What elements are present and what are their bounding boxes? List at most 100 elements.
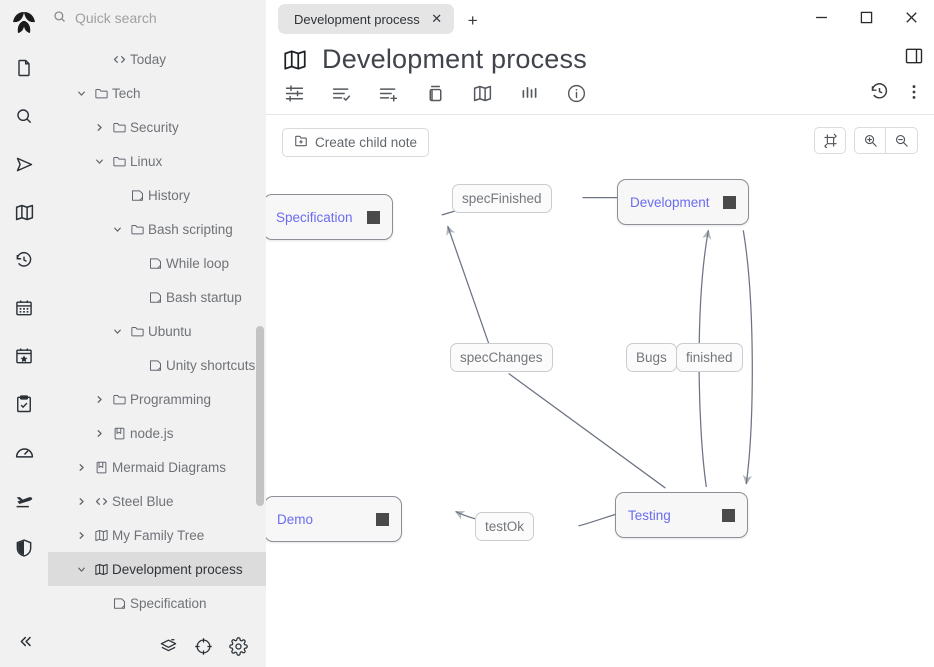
right-panel-icon[interactable] [904,46,924,69]
note-icon [144,256,166,271]
tree-bottom-actions [48,625,266,667]
revisions-clock-icon[interactable] [869,81,890,102]
diagram-node-testing[interactable]: Testing [615,492,748,538]
tree-item-ubuntu[interactable]: Ubuntu [48,314,266,348]
calendar-icon[interactable] [4,288,44,328]
note-properties-icon[interactable] [284,83,305,104]
tree-item-today[interactable]: Today [48,42,266,76]
tree-item-unity-shortcuts[interactable]: Unity shortcuts [48,348,266,382]
new-tab-button[interactable]: + [467,11,478,30]
minimize-button[interactable] [799,0,844,34]
tree-item-specification[interactable]: Specification [48,586,266,620]
shield-icon[interactable] [4,528,44,568]
gear-icon[interactable] [229,636,248,656]
tree-item-bash-startup[interactable]: Bash startup [48,280,266,314]
quick-search-bar[interactable]: Quick search [48,0,266,36]
diagram-node-resize-handle[interactable] [376,512,389,526]
diagram-edge-label-finished[interactable]: finished [676,343,743,372]
tree-item-security[interactable]: Security [48,110,266,144]
chevron-right-icon[interactable] [90,428,108,439]
note-paths-icon[interactable] [425,83,446,104]
chevron-right-icon[interactable] [72,462,90,473]
double-chevron-left-icon[interactable] [4,621,44,661]
tree-item-tech[interactable]: Tech [48,76,266,110]
note-page-icon[interactable] [4,48,44,88]
diagram-node-resize-handle[interactable] [367,210,380,224]
tree-item-programming[interactable]: Programming [48,382,266,416]
book-map-icon [90,562,112,577]
folder-icon [126,222,148,237]
owned-attributes-icon[interactable] [331,83,352,104]
tree-scrollbar-thumb[interactable] [256,326,264,506]
tree-item-label: Steel Blue [112,493,174,509]
calendar-star-icon[interactable] [4,336,44,376]
maximize-button[interactable] [844,0,889,34]
tree-item-label: Security [130,119,179,135]
tree-scrollbar[interactable] [256,326,264,506]
chevron-right-icon[interactable] [72,496,90,507]
diagram-node-resize-handle[interactable] [722,508,735,522]
gauge-icon[interactable] [4,432,44,472]
tree-item-label: Programming [130,391,212,407]
left-icon-rail [0,0,48,667]
diagram-edge-label-bugs[interactable]: Bugs [626,343,677,372]
close-icon[interactable]: ✕ [431,11,443,26]
clipboard-check-icon[interactable] [4,384,44,424]
diagram-node-specification[interactable]: Specification [266,194,393,240]
tree-item-linux[interactable]: Linux [48,144,266,178]
tab-development-process[interactable]: Development process ✕ [278,4,454,34]
plane-icon[interactable] [4,480,44,520]
recent-clock-icon[interactable] [4,240,44,280]
search-icon[interactable] [4,96,44,136]
note-icon [108,596,130,611]
tree-item-node-js[interactable]: node.js [48,416,266,450]
diagram-node-development[interactable]: Development [617,179,749,225]
tree-item-my-family-tree[interactable]: My Family Tree [48,518,266,552]
code-icon [108,52,130,67]
diagram-edge-label-specfinished[interactable]: specFinished [452,184,552,213]
diagram-edge-label-testok[interactable]: testOk [475,512,535,541]
close-button[interactable] [889,0,934,34]
diagram-edge-label-specchanges[interactable]: specChanges [450,343,553,372]
kebab-menu-icon[interactable] [904,82,924,102]
chevron-down-icon[interactable] [72,88,90,99]
edge-label-text: specFinished [462,191,542,206]
layers-icon[interactable] [159,637,178,656]
diagram-node-demo[interactable]: Demo [266,496,402,542]
tree-item-development-process[interactable]: Development process [48,552,266,586]
send-plane-icon[interactable] [4,144,44,184]
crosshair-icon[interactable] [194,637,213,656]
chevron-down-icon[interactable] [90,156,108,167]
code-icon [90,494,112,509]
tree-item-while-loop[interactable]: While loop [48,246,266,280]
chevron-right-icon[interactable] [72,530,90,541]
tree-item-bash-scripting[interactable]: Bash scripting [48,212,266,246]
chevron-down-icon[interactable] [72,564,90,575]
note-toolbar [266,75,934,115]
book-map-icon[interactable] [4,192,44,232]
chevron-down-icon[interactable] [108,224,126,235]
zoom-controls [814,127,918,154]
note-header: Development process [266,34,934,75]
quick-search-placeholder: Quick search [75,10,157,26]
tree-item-mermaid-diagrams[interactable]: Mermaid Diagrams [48,450,266,484]
note-info-icon[interactable] [566,83,587,104]
tree-item-steel-blue[interactable]: Steel Blue [48,484,266,518]
tree-item-history[interactable]: History [48,178,266,212]
chevron-right-icon[interactable] [90,394,108,405]
zoom-in-button[interactable] [854,127,886,154]
canvas-toolbar: Create child note [266,115,934,169]
note-map-icon[interactable] [472,83,493,104]
zoom-out-button[interactable] [886,127,918,154]
reset-zoom-button[interactable] [814,127,846,154]
similar-notes-icon[interactable] [519,83,540,104]
diagram-node-label: Development [630,194,710,210]
chevron-right-icon[interactable] [90,122,108,133]
create-child-note-button[interactable]: Create child note [282,127,430,157]
note-tree[interactable]: Day templateTodayTechSecurityLinuxHistor… [48,36,266,625]
trilium-leaf-logo-icon[interactable] [7,8,41,38]
add-attribute-icon[interactable] [378,83,399,104]
chevron-down-icon[interactable] [108,326,126,337]
diagram-node-resize-handle[interactable] [723,195,736,209]
